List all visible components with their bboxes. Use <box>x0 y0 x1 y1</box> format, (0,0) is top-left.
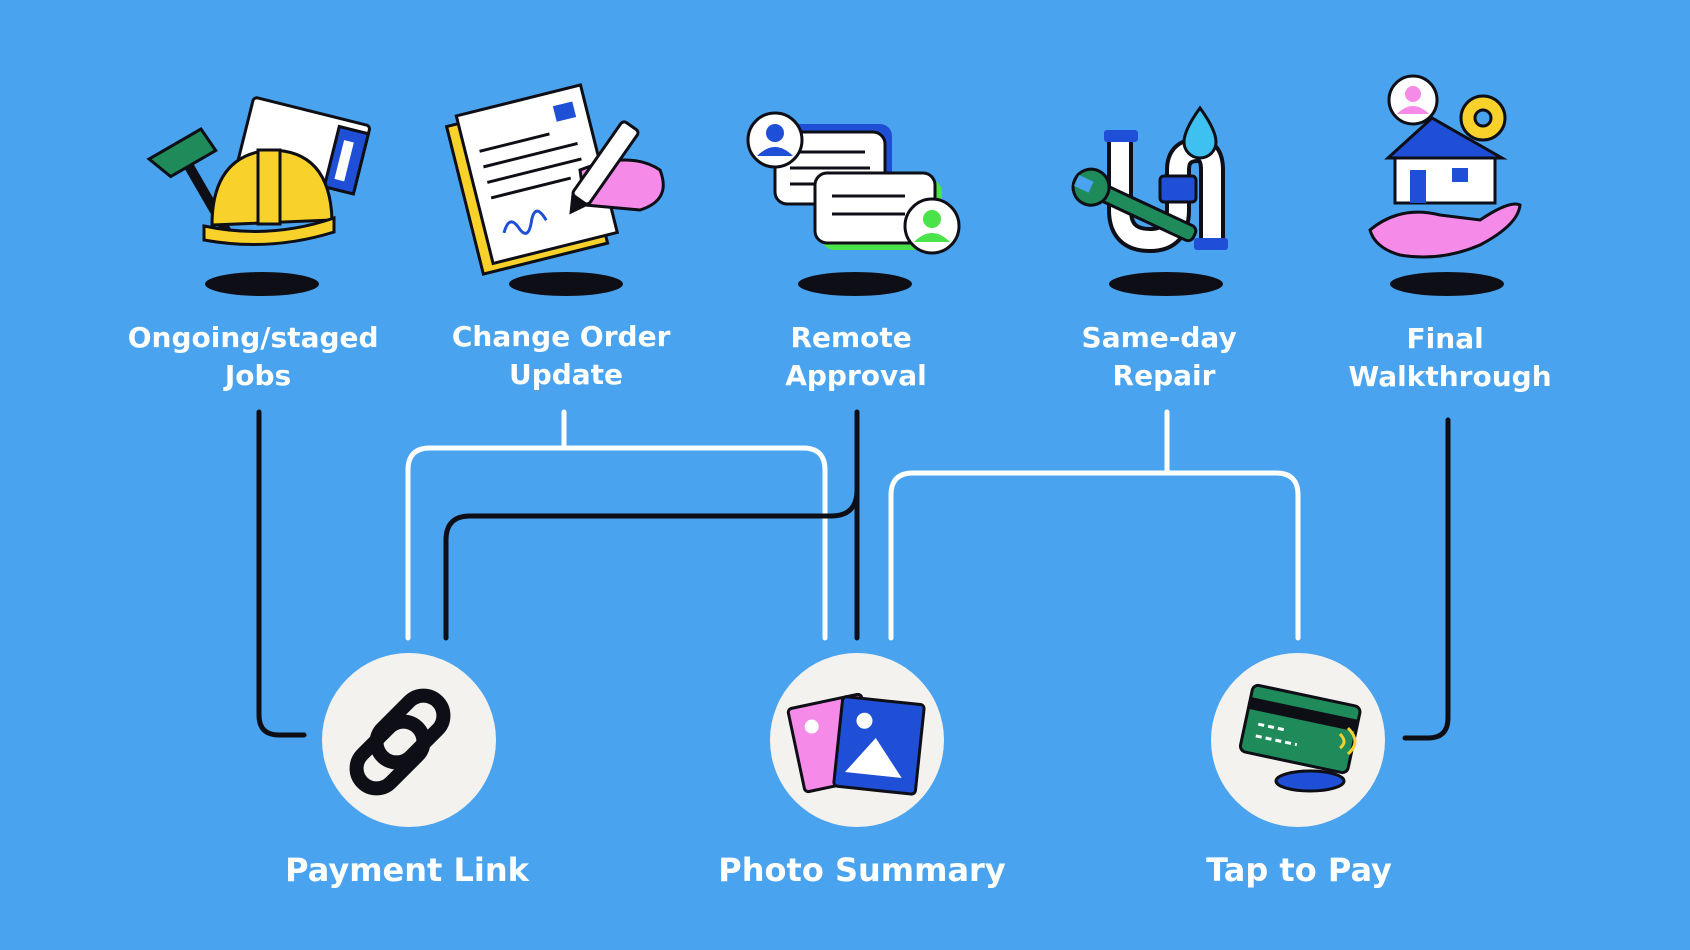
feature-label-photo-summary: Photo Summary <box>718 851 1006 889</box>
hardhat-hammer-blueprint-icon <box>146 96 371 246</box>
use-case-label-same-day-repair: Same-day Repair <box>1082 321 1247 392</box>
icon-shadow <box>1109 272 1223 296</box>
connector-final-walkthrough-to-tap-to-pay <box>1402 417 1451 741</box>
icon-shadow <box>1390 272 1504 296</box>
use-case-label-change-order: Change Order Update <box>452 320 680 391</box>
chat-bubbles-icon <box>746 111 961 255</box>
use-case-label-remote-approval: Remote Approval <box>785 321 927 392</box>
use-case-label-final-walkthrough: Final Walkthrough <box>1348 322 1551 393</box>
chain-link-icon <box>349 688 451 796</box>
feature-labels: Payment Link Photo Summary Tap to Pay <box>285 851 1392 889</box>
icon-shadow <box>205 272 319 296</box>
connector-ongoing-jobs-to-payment-link <box>256 409 307 738</box>
photos-icon <box>786 692 926 796</box>
connector-same-day-repair-bracket <box>888 409 1301 641</box>
pipe-wrench-icon <box>1071 105 1228 254</box>
connector-change-order-bracket <box>405 409 828 641</box>
icon-shadow <box>798 272 912 296</box>
feature-label-tap-to-pay: Tap to Pay <box>1206 851 1392 889</box>
house-hand-icon <box>1368 74 1522 259</box>
icon-shadows <box>205 272 1504 296</box>
document-signature-icon <box>444 83 665 276</box>
use-case-labels: Ongoing/staged Jobs Change Order Update … <box>128 320 1552 393</box>
connector-remote-approval <box>443 409 860 641</box>
credit-card-tap-icon <box>1238 683 1362 793</box>
use-case-label-ongoing-jobs: Ongoing/staged Jobs <box>128 321 389 392</box>
feature-label-payment-link: Payment Link <box>285 851 529 889</box>
payment-link-badge <box>322 653 496 827</box>
icon-shadow <box>509 272 623 296</box>
connectors <box>256 409 1451 741</box>
